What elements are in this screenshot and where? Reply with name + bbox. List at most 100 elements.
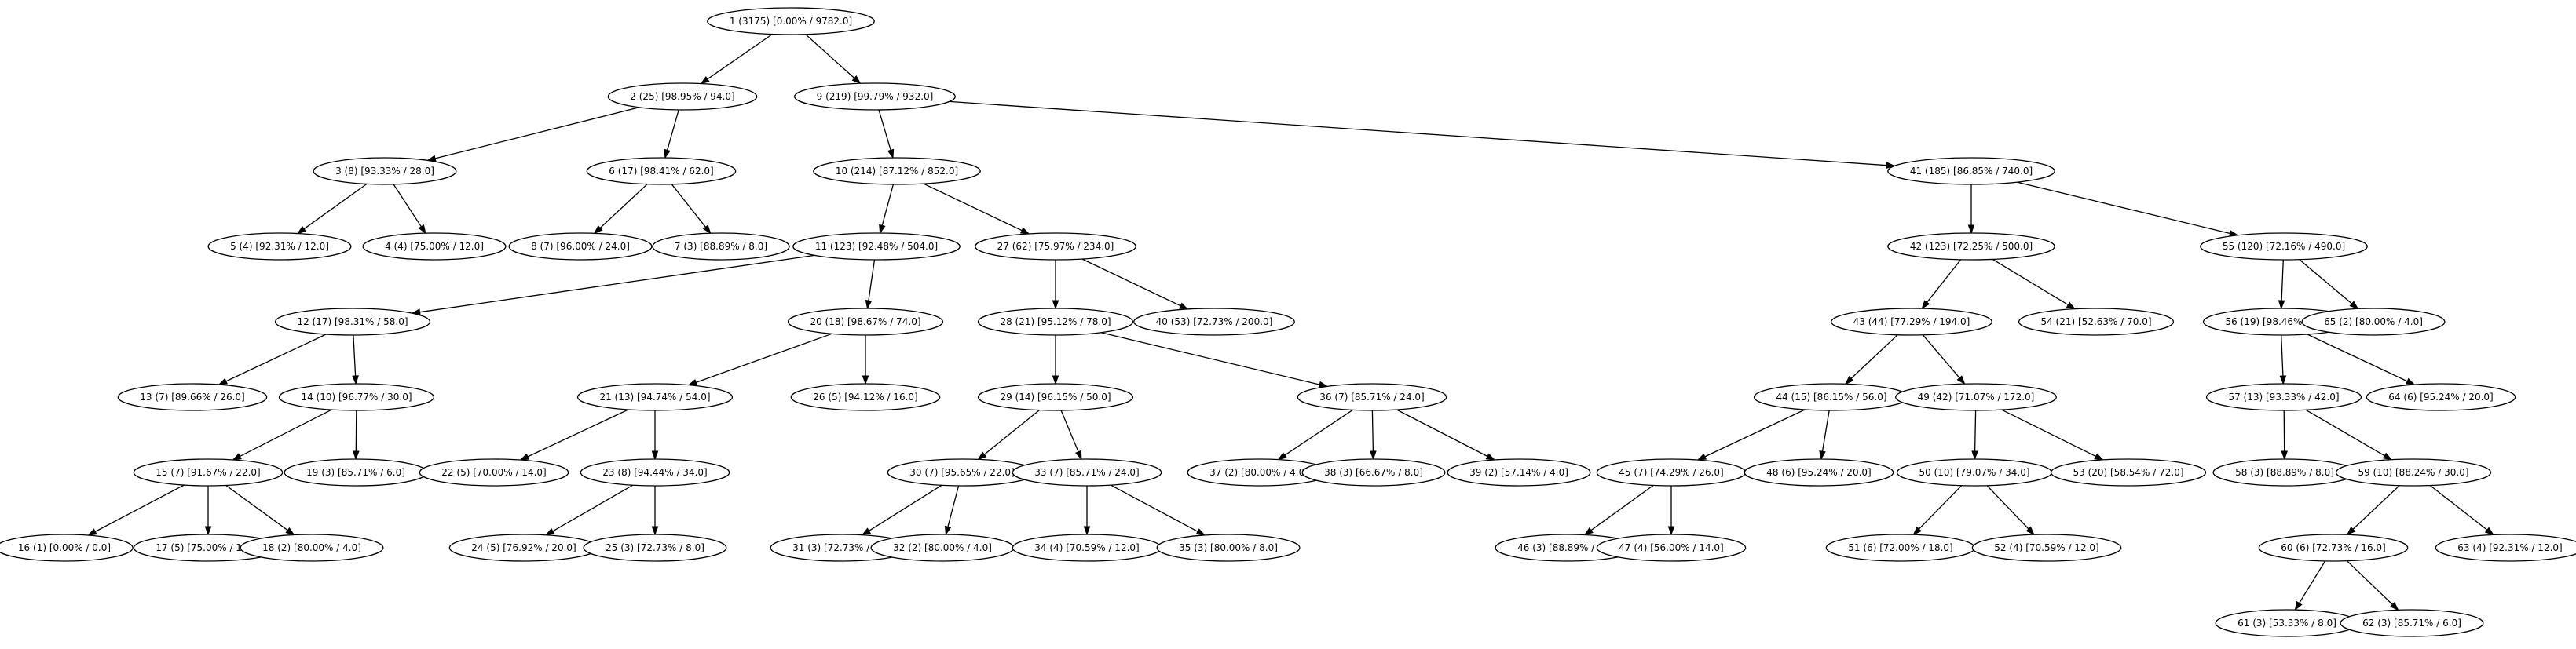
- edge-line: [1081, 258, 1181, 307]
- node-label: 14 (10) [96.77% / 30.0]: [301, 392, 412, 403]
- edge-15-18: [225, 484, 295, 536]
- node-ellipse: [580, 458, 730, 487]
- tree-node-11: 11 (123) [92.48% / 504.0]: [792, 232, 961, 261]
- edge-55-56: [2278, 259, 2285, 310]
- edge-line: [949, 100, 1887, 166]
- tree-node-7: 7 (3) [88.89% / 8.0]: [652, 232, 790, 261]
- tree-node-51: 51 (6) [72.00% / 18.0]: [1825, 534, 1976, 562]
- node-ellipse: [2340, 609, 2484, 637]
- tree-node-4: 4 (4) [75.00% / 12.0]: [362, 232, 507, 261]
- node-label: 46 (3) [88.89% / 8.0]: [1517, 542, 1616, 553]
- node-ellipse: [207, 232, 352, 261]
- edge-30-32: [944, 485, 960, 536]
- node-label: 48 (6) [95.24% / 20.0]: [1766, 467, 1871, 478]
- edge-line: [2307, 334, 2408, 382]
- node-label: 27 (62) [75.97% / 234.0]: [997, 241, 1114, 252]
- arrowhead-icon: [1178, 302, 1189, 310]
- arrowhead-icon: [977, 451, 987, 461]
- tree-node-17: 17 (5) [75.00% / 12.0]: [133, 534, 284, 562]
- node-label: 5 (4) [92.31% / 12.0]: [230, 241, 329, 252]
- node-label: 18 (2) [80.00% / 4.0]: [262, 542, 361, 553]
- edge-45-47: [1667, 486, 1675, 536]
- arrowhead-icon: [1971, 450, 1978, 461]
- node-ellipse: [813, 157, 981, 185]
- tree-node-60: 60 (6) [72.73% / 16.0]: [2258, 534, 2409, 562]
- edge-line: [225, 484, 288, 531]
- node-ellipse: [1447, 458, 1591, 487]
- node-label: 36 (7) [85.71% / 24.0]: [1319, 392, 1424, 403]
- node-label: 12 (17) [98.31% / 58.0]: [297, 316, 408, 327]
- tree-node-57: 57 (13) [93.33% / 42.0]: [2205, 383, 2362, 411]
- node-ellipse: [0, 534, 134, 562]
- arrowhead-icon: [2279, 375, 2287, 385]
- arrowhead-icon: [2278, 300, 2285, 310]
- edge-line: [2429, 485, 2488, 531]
- edge-15-16: [87, 484, 185, 536]
- node-label: 51 (6) [72.00% / 18.0]: [1848, 542, 1952, 553]
- node-label: 39 (2) [57.14% / 4.0]: [1469, 467, 1568, 478]
- node-label: 50 (10) [79.07% / 34.0]: [1919, 467, 2029, 478]
- arrowhead-icon: [1819, 450, 1826, 461]
- node-label: 57 (13) [93.33% / 42.0]: [2228, 392, 2339, 403]
- node-label: 2 (25) [98.95% / 94.0]: [630, 91, 734, 102]
- edge-line: [2299, 259, 2353, 304]
- node-label: 60 (6) [72.73% / 16.0]: [2281, 542, 2385, 553]
- arrowhead-icon: [519, 453, 530, 461]
- tree-node-38: 38 (3) [66.67% / 8.0]: [1301, 458, 1446, 487]
- edge-10-11: [879, 184, 895, 235]
- node-ellipse: [2050, 458, 2207, 487]
- edge-49-53: [2001, 409, 2104, 461]
- node-label: 43 (44) [77.29% / 194.0]: [1853, 316, 1970, 327]
- arrowhead-icon: [2390, 601, 2399, 611]
- node-label: 13 (7) [89.66% / 26.0]: [140, 392, 244, 403]
- edge-42-43: [1921, 259, 1962, 310]
- tree-node-32: 32 (2) [80.00% / 4.0]: [870, 534, 1015, 562]
- tree-node-34: 34 (4) [70.59% / 12.0]: [1012, 534, 1162, 562]
- arrowhead-icon: [418, 224, 426, 235]
- node-ellipse: [977, 383, 1134, 411]
- tree-node-14: 14 (10) [96.77% / 30.0]: [278, 383, 435, 411]
- node-ellipse: [977, 308, 1134, 336]
- edge-1-9: [805, 34, 862, 85]
- node-label: 21 (13) [94.74% / 54.0]: [599, 392, 710, 403]
- tree-node-58: 58 (3) [88.89% / 8.0]: [2212, 458, 2357, 487]
- node-ellipse: [1297, 383, 1447, 411]
- edge-3-4: [393, 184, 426, 235]
- tree-node-42: 42 (123) [72.25% / 500.0]: [1887, 232, 2055, 261]
- arrowhead-icon: [87, 528, 97, 536]
- node-ellipse: [790, 383, 941, 411]
- node-label: 6 (17) [98.41% / 62.0]: [609, 166, 713, 177]
- node-label: 53 (20) [58.54% / 72.0]: [2073, 467, 2183, 478]
- node-ellipse: [1887, 157, 2055, 185]
- arrowhead-icon: [1912, 526, 1922, 536]
- node-label: 11 (123) [92.48% / 504.0]: [815, 241, 938, 252]
- node-label: 35 (3) [80.00% / 8.0]: [1179, 542, 1278, 553]
- edge-line: [707, 34, 773, 80]
- arrowhead-icon: [1844, 375, 1854, 385]
- node-label: 63 (4) [92.31% / 12.0]: [2457, 542, 2562, 553]
- nodes-layer: 1 (3175) [0.00% / 9782.0]2 (25) [98.95% …: [0, 7, 2576, 637]
- tree-node-15: 15 (7) [91.67% / 22.0]: [133, 458, 284, 487]
- node-ellipse: [707, 7, 875, 35]
- tree-node-59: 59 (10) [88.24% / 30.0]: [2335, 458, 2492, 487]
- node-ellipse: [1301, 458, 1446, 487]
- edge-41-42: [1967, 184, 1975, 235]
- tree-node-35: 35 (3) [80.00% / 8.0]: [1156, 534, 1301, 562]
- node-ellipse: [787, 308, 944, 336]
- edge-27-40: [1081, 258, 1189, 310]
- edge-3-5: [296, 183, 368, 235]
- arrowhead-icon: [651, 450, 659, 461]
- arrowhead-icon: [1696, 453, 1707, 461]
- node-label: 8 (7) [96.00% / 24.0]: [531, 241, 630, 252]
- edge-6-8: [593, 184, 648, 235]
- edge-50-52: [1986, 485, 2035, 536]
- tree-node-19: 19 (3) [85.71% / 6.0]: [284, 458, 428, 487]
- node-ellipse: [586, 157, 737, 185]
- node-label: 61 (3) [53.33% / 8.0]: [2238, 618, 2336, 629]
- arrowhead-icon: [2294, 600, 2303, 611]
- edge-line: [1704, 409, 1806, 458]
- edge-29-33: [1060, 410, 1082, 461]
- tree-node-5: 5 (4) [92.31% / 12.0]: [207, 232, 352, 261]
- node-label: 42 (123) [72.25% / 500.0]: [1910, 241, 2033, 252]
- tree-node-45: 45 (7) [74.29% / 26.0]: [1596, 458, 1747, 487]
